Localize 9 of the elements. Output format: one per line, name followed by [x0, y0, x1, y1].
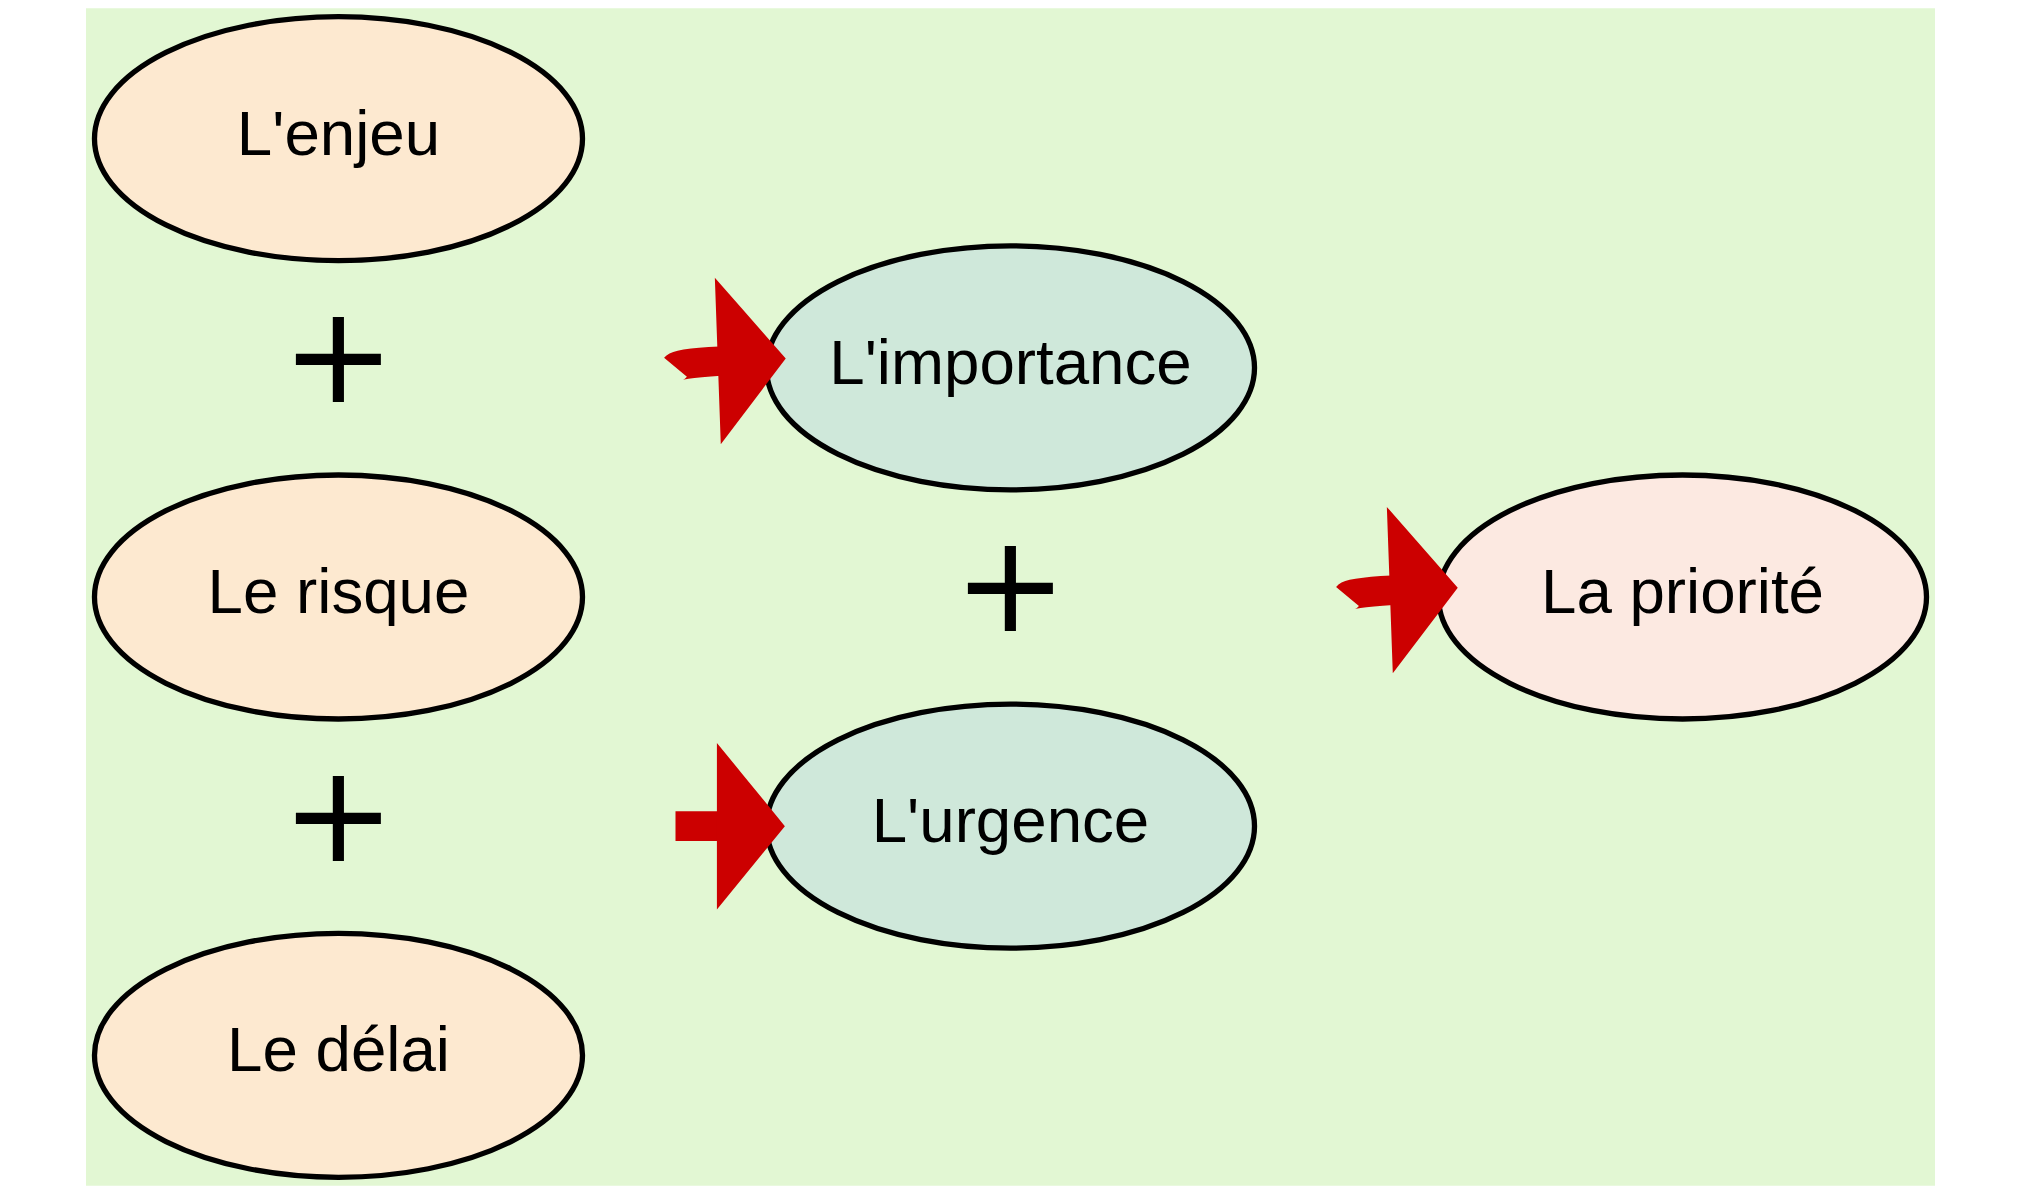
label: + [281, 734, 395, 893]
node-ellipse: L'enjeu [91, 14, 585, 264]
label: + [953, 505, 1067, 664]
arrow [675, 742, 785, 910]
node-ellipse: La priorité [1435, 472, 1929, 722]
node-ellipse: L'importance [763, 243, 1257, 493]
label: + [281, 276, 395, 435]
node-ellipse: Le délai [91, 930, 585, 1180]
node-ellipse: Le risque [91, 472, 585, 722]
